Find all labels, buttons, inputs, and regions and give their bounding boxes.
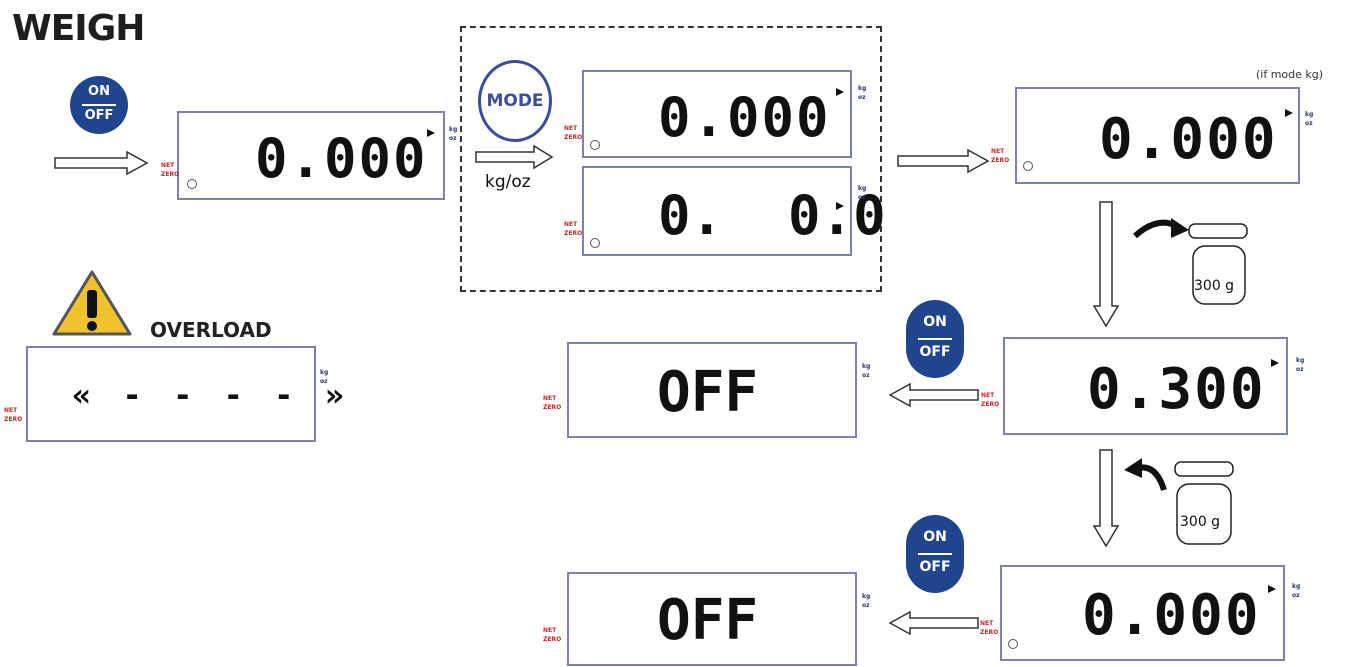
weight-icon — [1174, 461, 1234, 545]
on-label: ON — [923, 529, 947, 545]
divider — [918, 553, 952, 555]
down-arrow-icon — [1092, 449, 1120, 548]
mode-group — [460, 26, 882, 292]
left-arrow-icon — [888, 610, 979, 636]
display-value: « - - - - » — [72, 376, 350, 414]
right-arrow-icon — [54, 150, 149, 176]
display-value: OFF — [657, 588, 759, 653]
on-off-button[interactable]: ON OFF — [906, 300, 964, 378]
right-arrow-icon — [897, 148, 990, 174]
right-arrow-icon — [475, 144, 554, 170]
off-label: OFF — [919, 344, 951, 360]
curved-arrow-icon — [1132, 218, 1189, 239]
display-value: 0.000 — [1082, 583, 1261, 648]
unit-pointer-icon — [836, 202, 844, 210]
on-off-button[interactable]: ON OFF — [906, 515, 964, 593]
display-value: OFF — [657, 360, 759, 425]
zero-mark-icon — [1008, 639, 1018, 649]
unit-pointer-icon — [1285, 109, 1293, 117]
curved-arrow-icon — [1124, 458, 1167, 491]
off-label: OFF — [84, 108, 114, 123]
mode-button[interactable]: MODE — [478, 60, 552, 142]
weight-label: 300 g — [1180, 514, 1221, 530]
on-label: ON — [923, 314, 947, 330]
kg-mode-note: (if mode kg) — [1256, 68, 1324, 81]
zero-mark-icon — [590, 140, 600, 150]
zero-mark-icon — [590, 238, 600, 248]
unit-pointer-icon — [836, 88, 844, 96]
display-value: 0.000 — [255, 127, 428, 190]
display-value: 0.000 — [658, 86, 831, 149]
zero-mark-icon — [187, 179, 197, 189]
display-value: 0.000 — [1099, 107, 1278, 172]
display-value: 0. 0.0 — [658, 184, 886, 247]
unit-pointer-icon — [427, 129, 435, 137]
weight-icon — [1188, 223, 1248, 305]
left-arrow-icon — [888, 382, 979, 408]
divider — [82, 104, 116, 106]
weight-label: 300 g — [1194, 278, 1235, 294]
on-off-button[interactable]: ON OFF — [70, 76, 128, 134]
warning-icon — [52, 270, 132, 336]
down-arrow-icon — [1092, 201, 1120, 328]
kg-oz-label: kg/oz — [485, 172, 531, 192]
divider — [918, 338, 952, 340]
zero-mark-icon — [1023, 161, 1033, 171]
on-label: ON — [88, 84, 110, 99]
display-value: 0.300 — [1087, 357, 1266, 422]
unit-pointer-icon — [1271, 359, 1279, 367]
overload-label: OVERLOAD — [150, 318, 272, 342]
unit-pointer-icon — [1268, 585, 1276, 593]
off-label: OFF — [919, 559, 951, 575]
page-title: WEIGH — [12, 8, 145, 49]
